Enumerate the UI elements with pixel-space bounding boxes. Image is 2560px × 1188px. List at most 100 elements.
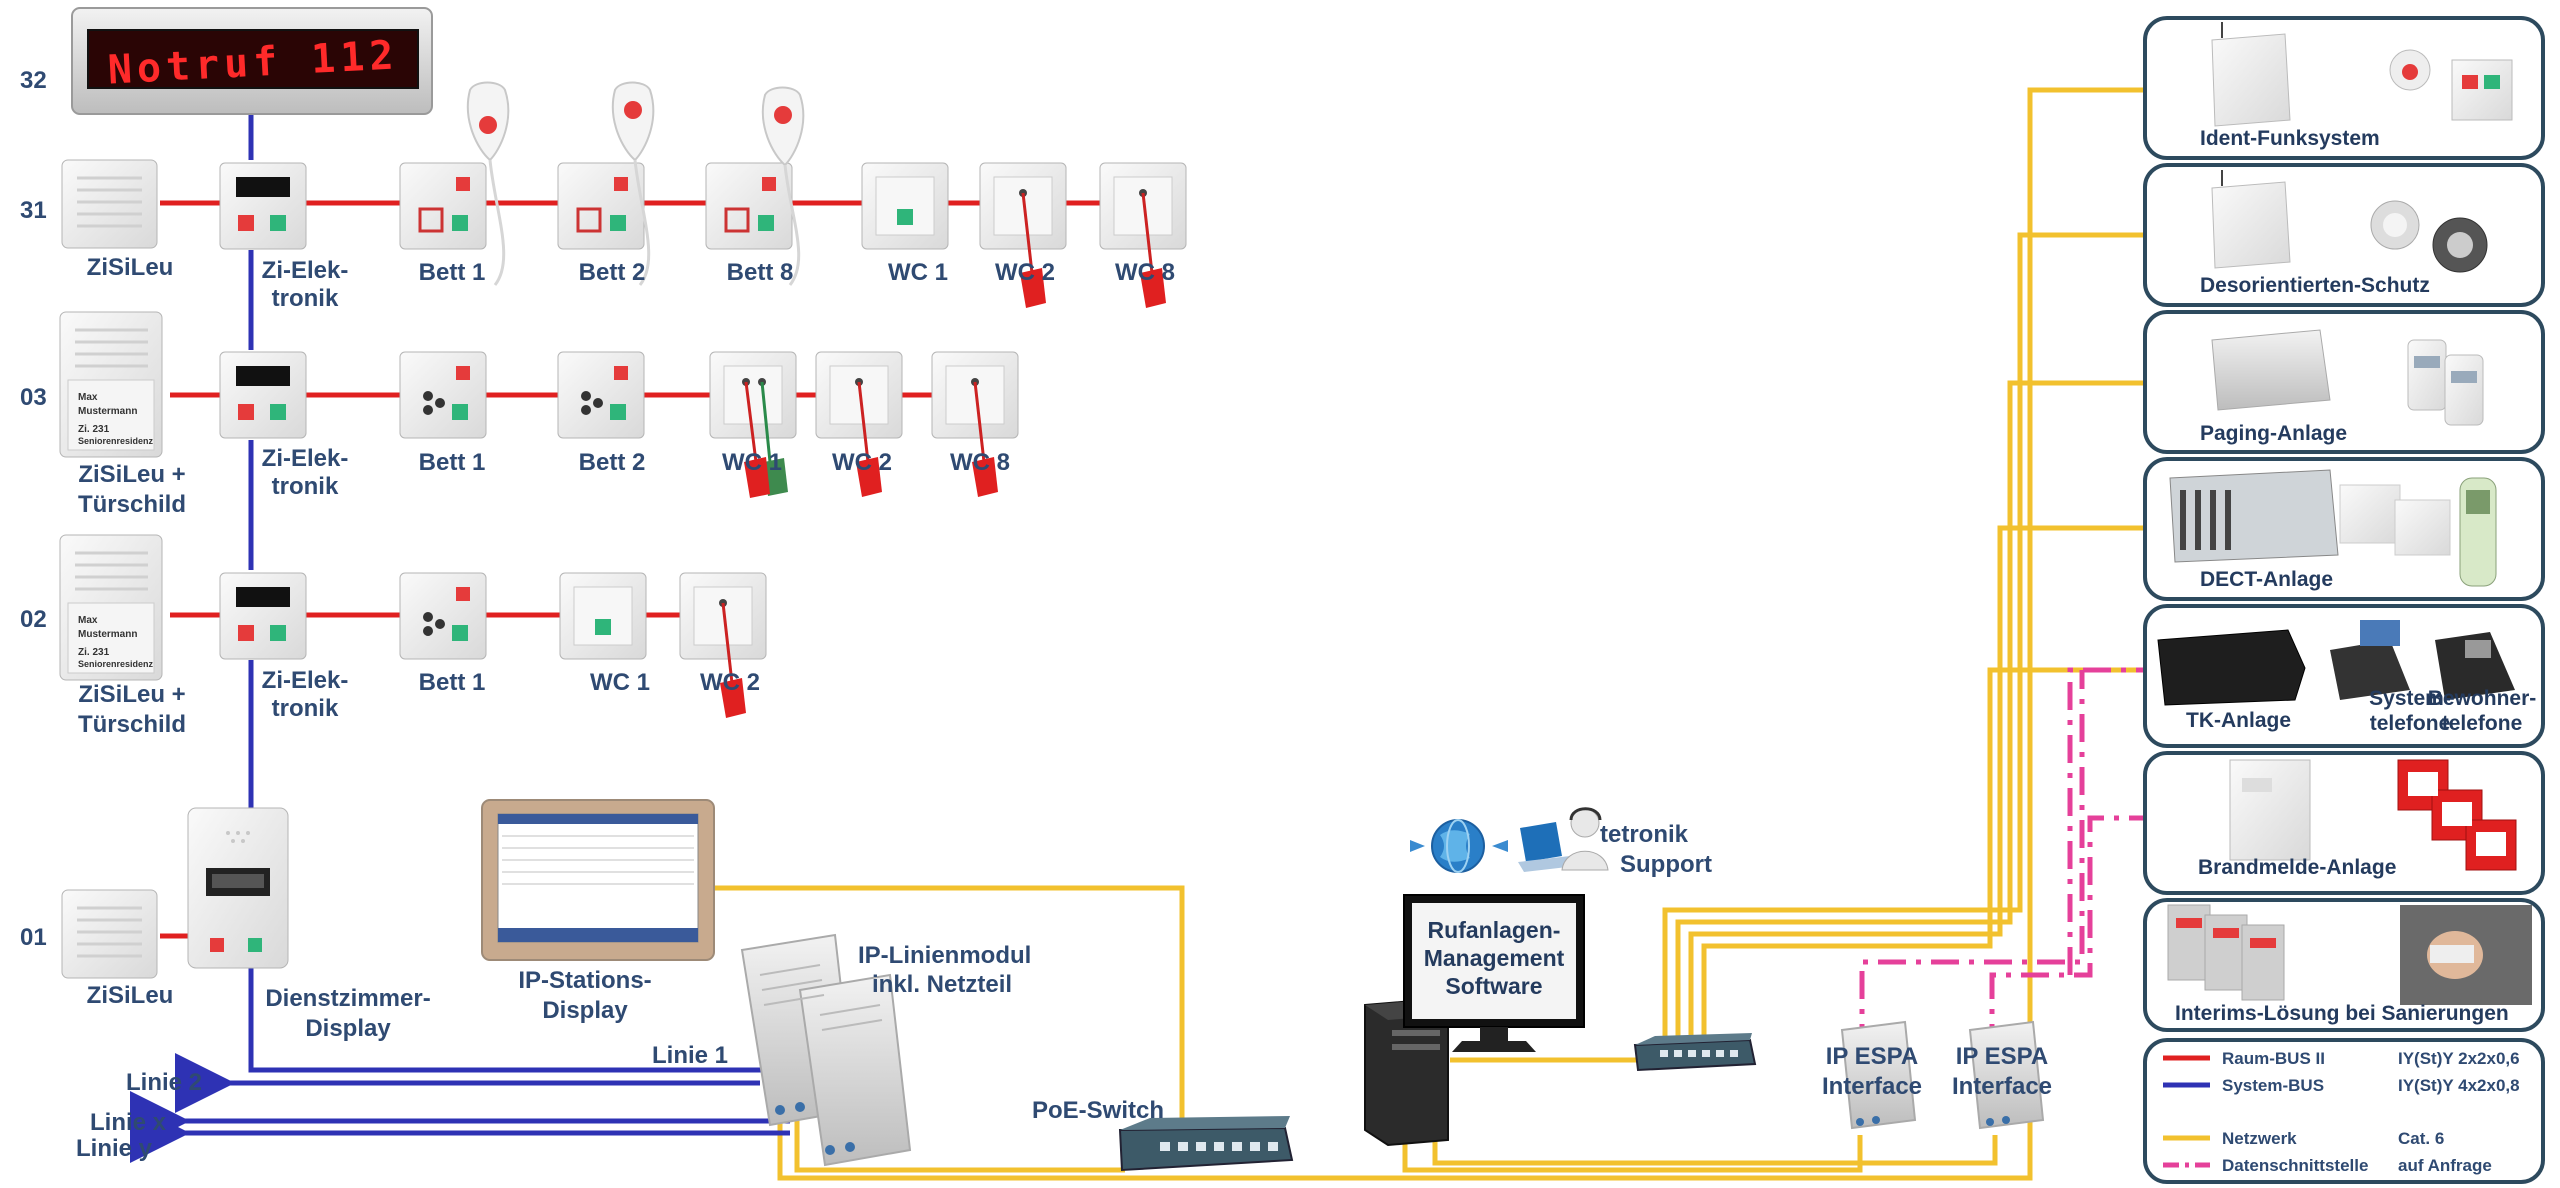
panel-desorientierten-schutz: Desorientierten-Schutz [2143,163,2545,307]
bett2-31-label: Bett 2 [579,259,646,286]
wc1-device [709,351,797,498]
wc2-31-label: WC 2 [995,259,1055,286]
legend-daten-cable: auf Anfrage [2398,1156,2492,1175]
panel-paging-anlage: Paging-Anlage [2143,310,2545,454]
bett1-02-label: Bett 1 [419,669,486,696]
plate-name-last: Mustermann [78,406,137,417]
legend-raum-cable: IY(St)Y 2x2x0,6 [2398,1049,2520,1068]
wc1-02-label: WC 1 [590,669,650,696]
dect-label: DECT-Anlage [2200,568,2333,591]
plate-name-last: Mustermann [78,629,137,640]
row-31-devices [61,81,1187,308]
bett1-device [399,162,487,250]
espa1-line1: IP ESPA [1826,1043,1918,1070]
wc1-31-label: WC 1 [888,259,948,286]
zi-elektronik-device [219,162,307,250]
zi-elek-02-line1: Zi-Elek- [262,667,349,694]
wc2-device [979,162,1067,308]
legend-netzwerk-cable: Cat. 6 [2398,1129,2444,1148]
support-labels: tetronik Support [1600,821,1712,878]
row-02-devices: Max Mustermann Zi. 231 Seniorenresidenz [59,534,767,718]
ip-stations-display-device [481,799,715,961]
row-03-devices: Max Mustermann Zi. 231 Seniorenresidenz [59,311,1019,498]
zisileu-03-line2: Türschild [78,491,186,518]
support-icon-group [1410,807,1609,873]
legend: Raum-BUS II IY(St)Y 2x2x0,6 System-BUS I… [2143,1038,2545,1184]
notruf-sign: Notruf 112 [71,7,433,115]
plate-name-first: Max [78,392,98,403]
desorient-label: Desorientierten-Schutz [2200,274,2430,297]
interims-label: Interims-Lösung bei Sanierungen [2175,1002,2509,1025]
globe-icon [1431,819,1485,873]
plate-facility: Seniorenresidenz [78,659,154,669]
bett1-03-label: Bett 1 [419,449,486,476]
row-01-labels: ZiSiLeu Dienstzimmer- Display [87,982,431,1042]
bett1-31-label: Bett 1 [419,259,486,286]
support-line2: Support [1620,851,1712,878]
ip-linienmodul-labels: IP-Linienmodul inkl. Netzteil [858,942,1031,998]
floor-01-label: 01 [20,924,47,951]
zisileu-02-line2: Türschild [78,711,186,738]
handset-icons [466,81,805,286]
bewohnertelefone-line2: telefone [2442,712,2523,735]
row-01-devices [61,807,289,979]
ident-label: Ident-Funksystem [2200,127,2380,150]
legend-system-cable: IY(St)Y 4x2x0,8 [2398,1076,2520,1095]
bewohnertelefone-line1: Bewohner- [2428,687,2537,710]
row-31-labels: ZiSiLeu Zi-Elek- tronik Bett 1 Bett 2 Be… [87,254,1175,312]
dienstzimmer-line2: Display [305,1015,391,1042]
ip-espa-interface-1-device [1840,1020,1917,1130]
floor-labels: 32 31 03 02 01 [20,67,47,951]
zisileu-doorplate-device: Max Mustermann Zi. 231 Seniorenresidenz [59,534,163,681]
zisileu-03-line1: ZiSiLeu + [78,461,185,488]
floor-03-label: 03 [20,384,47,411]
legend-datenschnittstelle: Datenschnittstelle [2222,1156,2368,1175]
panel-dect-anlage: DECT-Anlage [2143,457,2545,601]
floor-02-label: 02 [20,606,47,633]
zisileu-doorplate-device: Max Mustermann Zi. 231 Seniorenresidenz [59,311,163,458]
espa2-line2: Interface [1952,1073,2052,1100]
wc2-02-label: WC 2 [700,669,760,696]
zisileu-device [61,889,158,979]
software-line1: Rufanlagen- [1428,917,1561,943]
espa1-line2: Interface [1822,1073,1922,1100]
ip-stations-line2: Display [542,997,628,1024]
zi-elek-31-line1: Zi-Elek- [262,257,349,284]
plate-facility: Seniorenresidenz [78,436,154,446]
plate-room: Zi. 231 [78,424,110,435]
ip-espa-labels: IP ESPA Interface IP ESPA Interface [1822,1043,2052,1100]
zisileu-02-line1: ZiSiLeu + [78,681,185,708]
wc1-03-label: WC 1 [722,449,782,476]
linie-y-label: Linie y [76,1135,153,1162]
panel-tk-anlage: TK-Anlage System- telefone Bewohner- tel… [2143,604,2545,748]
linienmodul-line2: inkl. Netzteil [872,971,1012,998]
plate-room: Zi. 231 [78,647,110,658]
bett2-device [557,162,645,250]
wc2-03-label: WC 2 [832,449,892,476]
monitor-device: Rufanlagen- Management Software [1403,894,1585,1052]
wc8-device [1099,162,1187,308]
laptop-icon [1518,822,1576,872]
bett1-device [399,572,487,660]
ip-stations-line1: IP-Stations- [518,967,651,994]
floor-31-label: 31 [20,197,47,224]
legend-netzwerk: Netzwerk [2222,1129,2297,1148]
legend-system-bus: System-BUS [2222,1076,2324,1095]
paging-label: Paging-Anlage [2200,422,2347,445]
zi-elektronik-device [219,572,307,660]
bett8-device [705,162,793,250]
poe-switch-label: PoE-Switch [1032,1097,1164,1124]
system-bus-lines [130,110,790,1163]
bett8-31-label: Bett 8 [727,259,794,286]
zi-elek-31-line2: tronik [272,285,339,312]
zi-elektronik-device [219,351,307,439]
bett1-device [399,351,487,439]
zisileu-01-label: ZiSiLeu [87,982,174,1009]
bett2-03-label: Bett 2 [579,449,646,476]
linienmodul-line1: IP-Linienmodul [858,942,1031,969]
tk-label: TK-Anlage [2186,709,2291,732]
wc2-device [815,351,903,497]
ip-stations-labels: IP-Stations- Display [518,967,651,1024]
dienstzimmer-display-device [187,807,289,969]
